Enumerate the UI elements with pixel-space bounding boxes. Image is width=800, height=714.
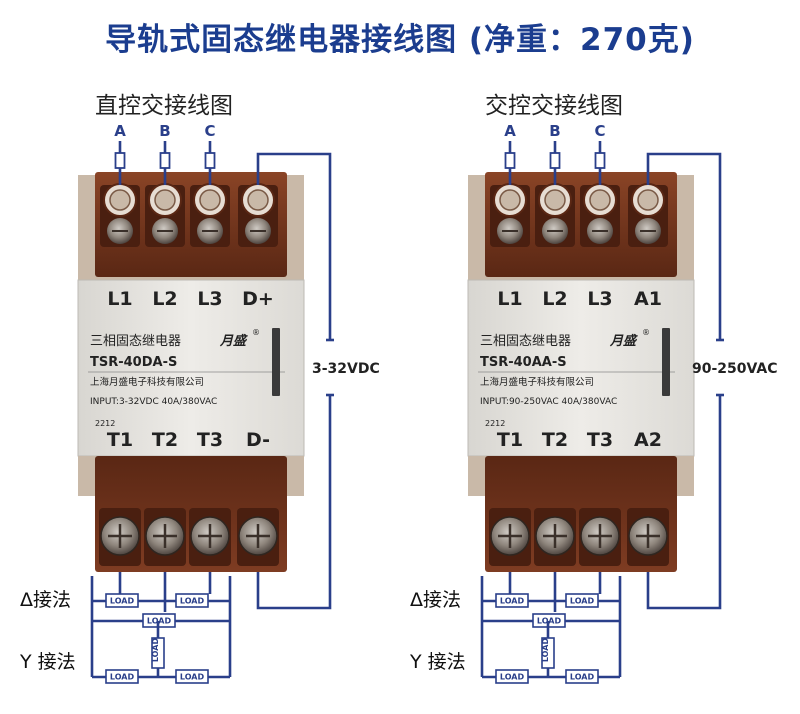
control-voltage-label: 3-32VDC	[312, 361, 380, 377]
top-terminal-label: L1	[497, 288, 522, 310]
load-label: LOAD	[541, 638, 550, 663]
load-label: LOAD	[180, 673, 205, 682]
top-wire-hole-inner	[109, 189, 131, 211]
relay-model: TSR-40AA-S	[480, 355, 567, 370]
top-wire-hole-inner	[589, 189, 611, 211]
relay-model: TSR-40DA-S	[90, 355, 177, 370]
relay-name: 三相固态继电器	[480, 334, 571, 349]
left-subtitle: 直控交接线图	[95, 93, 233, 119]
load-resistor	[151, 637, 165, 669]
y-connection-label: Y 接法	[19, 651, 76, 673]
load-resistor	[495, 593, 529, 608]
relay-code: 2212	[485, 419, 505, 428]
load-label: LOAD	[570, 673, 595, 682]
relay-input-spec: INPUT:3-32VDC 40A/380VAC	[90, 397, 217, 407]
led-strip	[272, 328, 280, 396]
phase-label: A	[114, 122, 126, 140]
top-terminal-label: L2	[152, 288, 177, 310]
load-label: LOAD	[180, 597, 205, 606]
bottom-terminal-label: D-	[246, 429, 270, 451]
top-terminal-label: L1	[107, 288, 132, 310]
load-resistor	[175, 669, 209, 684]
load-resistor	[565, 669, 599, 684]
top-terminal-label: D+	[242, 288, 274, 310]
bottom-terminal-label: T3	[587, 429, 613, 451]
relay-company: 上海月盛电子科技有限公司	[480, 376, 594, 388]
registered-mark: ®	[252, 328, 260, 337]
registered-mark: ®	[642, 328, 650, 337]
relay-name: 三相固态继电器	[90, 334, 181, 349]
load-label: LOAD	[110, 597, 135, 606]
top-wire-hole-inner	[154, 189, 176, 211]
delta-connection-label: Δ接法	[410, 589, 461, 611]
control-wire-top	[646, 152, 722, 340]
top-wire-hole-inner	[199, 189, 221, 211]
top-wire-hole-inner	[247, 189, 269, 211]
bottom-terminal-label: T1	[497, 429, 523, 451]
top-wire-hole-inner	[637, 189, 659, 211]
top-terminal-label: A1	[634, 288, 662, 310]
y-connection-label: Y 接法	[409, 651, 466, 673]
load-label: LOAD	[500, 673, 525, 682]
right-subtitle: 交控交接线图	[485, 93, 623, 119]
load-resistor	[495, 669, 529, 684]
load-label: LOAD	[110, 673, 135, 682]
load-label: LOAD	[500, 597, 525, 606]
relay-left: L1 L2 L3 D+ T1 T2 T3 D- 三相固态继电器 月盛 ® TSR-40DA-S 上海月盛…	[19, 122, 380, 684]
fuse	[549, 152, 561, 169]
fuse	[114, 152, 126, 169]
relay-brand: 月盛	[609, 333, 638, 349]
top-terminal-label: L3	[587, 288, 612, 310]
top-wire-hole-inner	[544, 189, 566, 211]
bottom-terminal-label: A2	[634, 429, 662, 451]
phase-label: C	[204, 122, 215, 140]
fuse	[204, 152, 216, 169]
bottom-terminal-label: T2	[152, 429, 178, 451]
top-wire-hole-inner	[499, 189, 521, 211]
relay-code: 2212	[95, 419, 115, 428]
relay-label-panel	[467, 279, 695, 457]
relay-input-spec: INPUT:90-250VAC 40A/380VAC	[480, 397, 617, 407]
page-title: 导轨式固态继电器接线图 (净重：270克)	[105, 22, 695, 58]
led-strip	[662, 328, 670, 396]
phase-label: B	[159, 122, 170, 140]
fuse	[159, 152, 171, 169]
load-resistor	[565, 593, 599, 608]
relay-company: 上海月盛电子科技有限公司	[90, 376, 204, 388]
load-resistor	[105, 593, 139, 608]
relay-brand: 月盛	[219, 333, 248, 349]
top-terminal-label: L2	[542, 288, 567, 310]
phase-label: B	[549, 122, 560, 140]
load-resistor	[175, 593, 209, 608]
load-label: LOAD	[570, 597, 595, 606]
bottom-terminal-label: T1	[107, 429, 133, 451]
phase-label: C	[594, 122, 605, 140]
bottom-terminal-label: T3	[197, 429, 223, 451]
load-resistor	[105, 669, 139, 684]
load-label: LOAD	[151, 638, 160, 663]
control-wire-bottom	[646, 395, 722, 610]
top-terminal-label: L3	[197, 288, 222, 310]
fuse	[504, 152, 516, 169]
bottom-terminal-label: T2	[542, 429, 568, 451]
phase-label: A	[504, 122, 516, 140]
load-resistor	[541, 637, 555, 669]
delta-connection-label: Δ接法	[20, 589, 71, 611]
control-voltage-label: 90-250VAC	[692, 361, 778, 377]
fuse	[594, 152, 606, 169]
control-wire-top	[256, 152, 332, 340]
control-wire-bottom	[256, 395, 332, 610]
relay-label-panel	[77, 279, 305, 457]
